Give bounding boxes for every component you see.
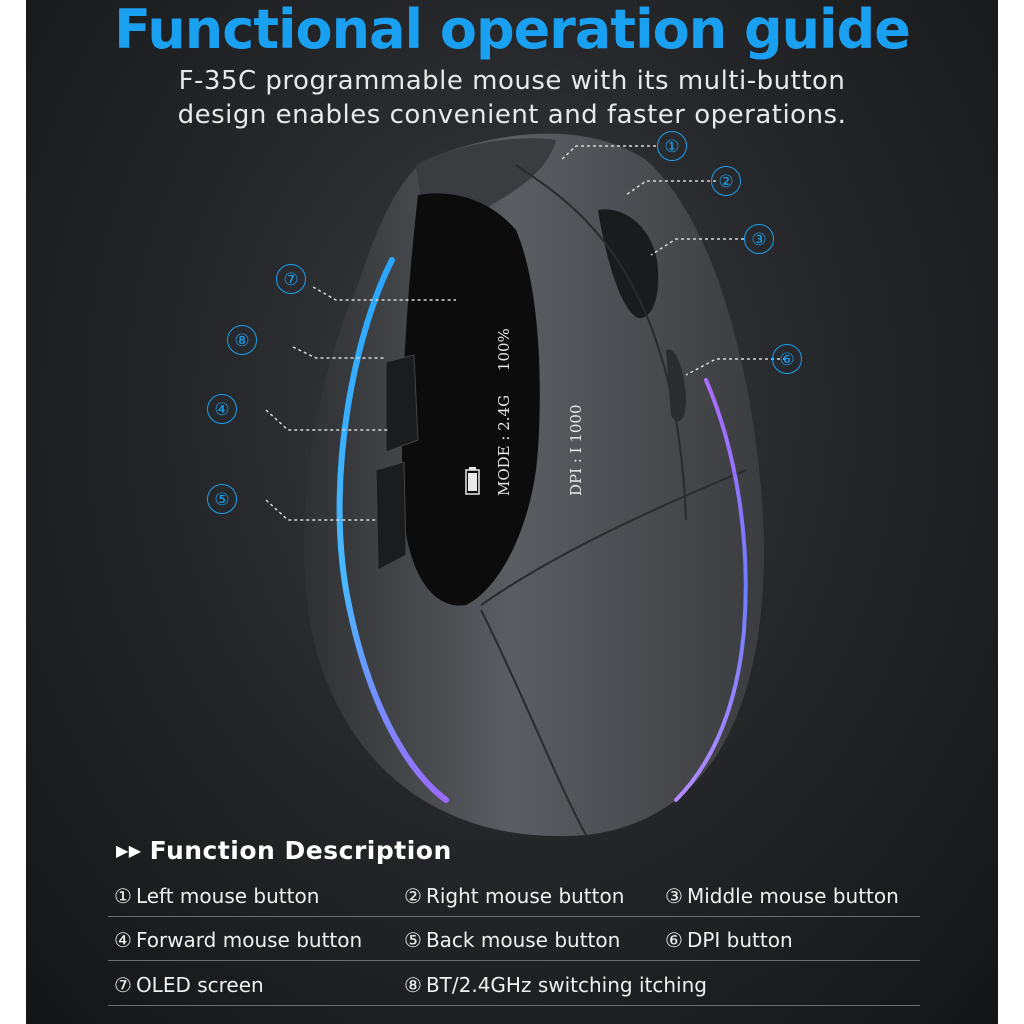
vertical-mouse-illustration xyxy=(265,133,786,837)
callout-7: ⑦ xyxy=(276,264,306,294)
callout-8: ⑧ xyxy=(227,325,257,355)
leader-line-8 xyxy=(292,346,384,359)
leader-line-7 xyxy=(312,286,456,301)
scroll-wheel-shape xyxy=(598,209,659,319)
callout-6: ⑥ xyxy=(772,344,802,374)
product-guide-poster: Functional operation guide F-35C program… xyxy=(26,0,998,1024)
callout-4: ④ xyxy=(207,394,237,424)
leader-line-6 xyxy=(685,358,786,376)
callout-5: ⑤ xyxy=(207,484,237,514)
back-button-shape xyxy=(375,461,407,571)
function-description-title: Function Description xyxy=(149,836,452,865)
callout-3: ③ xyxy=(744,224,774,254)
callout-1: ① xyxy=(657,131,687,161)
subtitle-line-1: F-35C programmable mouse with its multi-… xyxy=(178,66,846,96)
page-subtitle: F-35C programmable mouse with its multi-… xyxy=(26,64,998,132)
leader-line-2 xyxy=(625,180,716,196)
leader-line-3 xyxy=(650,238,744,256)
oled-readout: MODE : 2.4G 100% DPI : I 1000 xyxy=(444,328,636,496)
page-title: Functional operation guide xyxy=(114,0,911,61)
battery-icon xyxy=(465,467,480,495)
oled-screen-panel xyxy=(401,193,540,606)
forward-button-shape xyxy=(385,354,419,453)
oled-line-1: MODE : 2.4G 100% xyxy=(495,328,513,496)
right-rgb-strip xyxy=(674,378,748,802)
double-arrow-icon: ▶▶ xyxy=(116,841,142,860)
leader-line-1 xyxy=(560,145,656,161)
subtitle-line-2: design enables convenient and faster ope… xyxy=(177,100,847,130)
oled-line-2: DPI : I 1000 xyxy=(567,404,585,496)
callout-2: ② xyxy=(711,166,741,196)
left-rgb-strip xyxy=(336,257,449,803)
leader-line-4 xyxy=(265,409,388,431)
function-description-heading: ▶▶ Function Description xyxy=(116,836,452,865)
dpi-button-shape xyxy=(666,349,686,422)
